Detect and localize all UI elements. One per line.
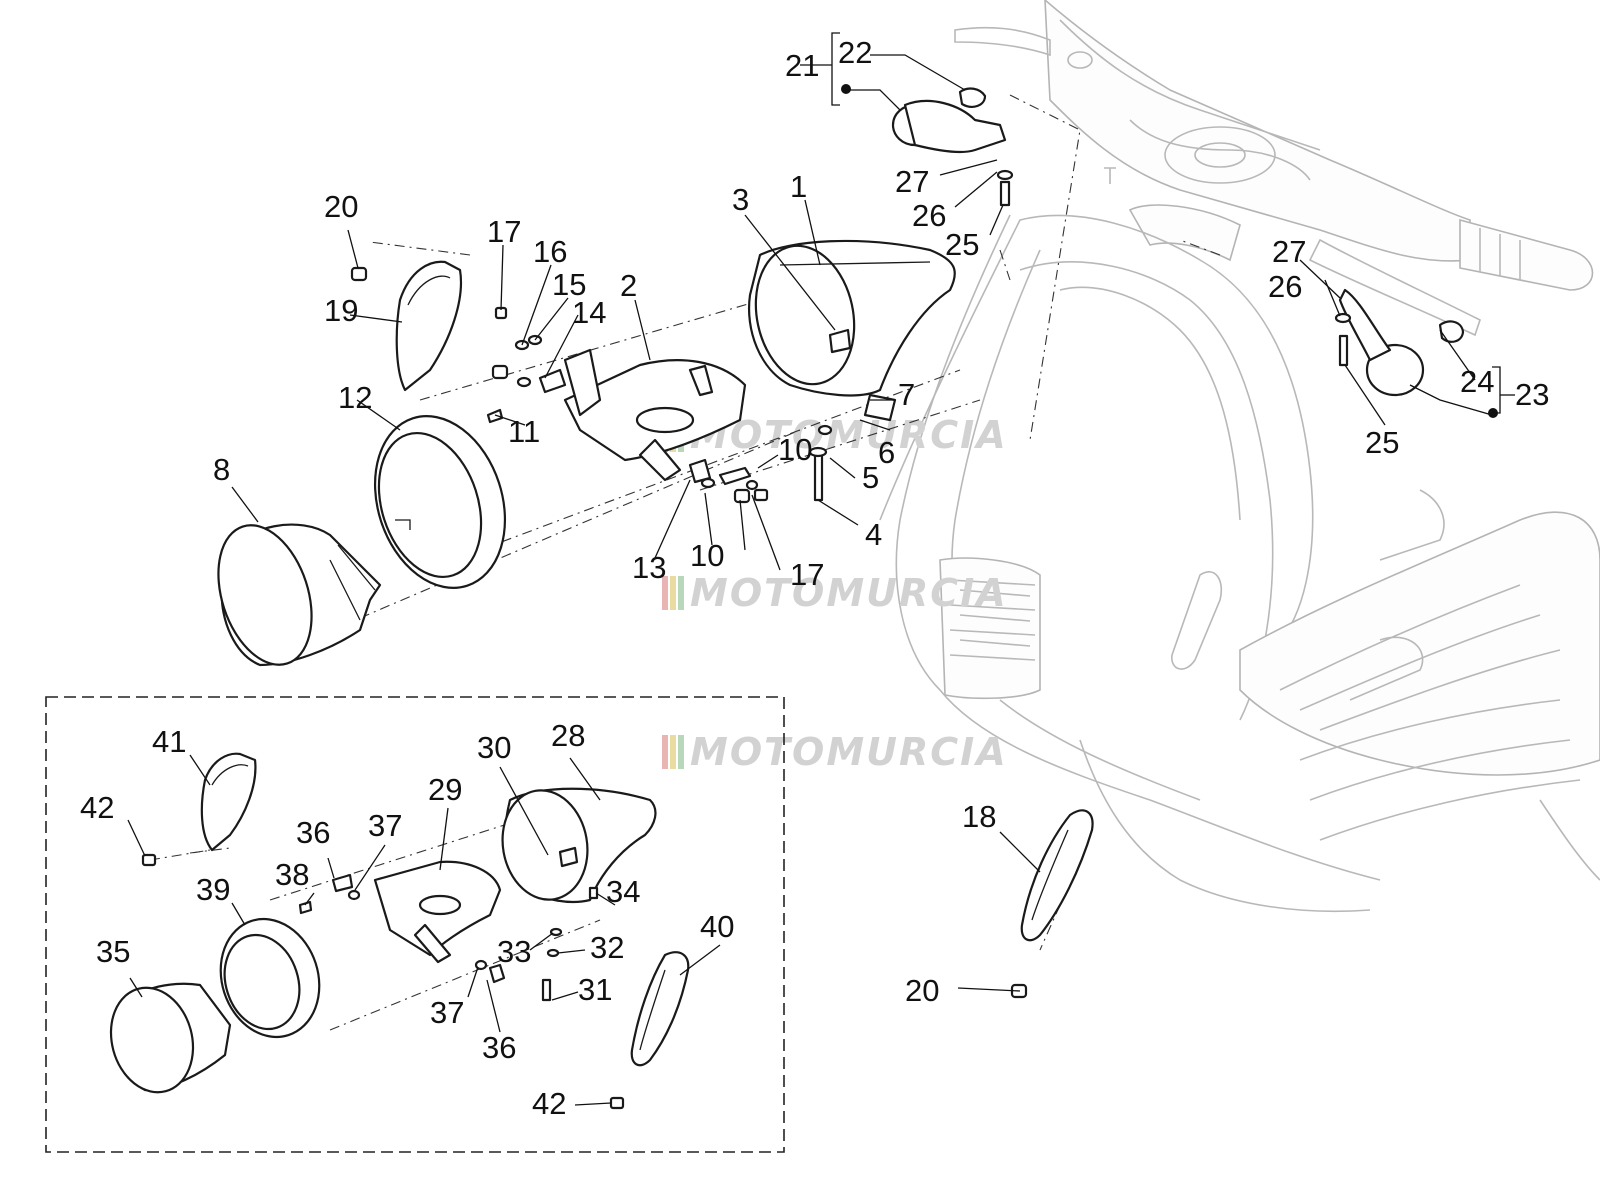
callout-21: 21	[785, 48, 819, 83]
callout-41: 41	[152, 724, 186, 759]
callout-18: 18	[962, 799, 996, 834]
callout-17-upper: 17	[487, 214, 521, 249]
callout-35: 35	[96, 934, 130, 969]
callout-15: 15	[552, 267, 586, 302]
callout-36-lower: 36	[482, 1030, 516, 1065]
scooter-body-outline	[879, 0, 1600, 912]
side-reflector-upper	[395, 260, 462, 392]
callout-17-lower: 17	[790, 557, 824, 592]
callout-1: 1	[790, 169, 807, 204]
callout-26-left: 26	[912, 198, 946, 233]
callout-22: 22	[838, 35, 872, 70]
headlamp-shell	[748, 239, 956, 422]
headlamp-unit	[217, 523, 382, 667]
callout-14: 14	[572, 295, 606, 330]
callout-37-upper: 37	[368, 808, 402, 843]
watermark-3: MOTOMURCIA	[662, 730, 1008, 774]
callout-7: 7	[898, 377, 915, 412]
watermark-text: MOTOMURCIA	[690, 413, 1008, 457]
watermark-text: MOTOMURCIA	[690, 571, 1008, 615]
callout-16: 16	[533, 234, 567, 269]
leader-lines	[127, 54, 1515, 1106]
headlamp-bracket	[563, 348, 747, 482]
alt-headlamp-unit	[109, 982, 232, 1094]
callout-34: 34	[606, 874, 640, 909]
callout-2: 2	[620, 268, 637, 303]
callout-32: 32	[590, 930, 624, 965]
side-reflector-lower	[1010, 809, 1094, 999]
callout-29: 29	[428, 772, 462, 807]
callout-37-lower: 37	[430, 995, 464, 1030]
alt-bracket	[373, 860, 502, 964]
callout-28: 28	[551, 718, 585, 753]
alt-trim-ring	[219, 917, 321, 1039]
callout-27-left: 27	[895, 164, 929, 199]
group-bracket-23	[1488, 366, 1501, 418]
callout-5: 5	[862, 460, 879, 495]
callout-13: 13	[632, 550, 666, 585]
callout-31: 31	[578, 972, 612, 1007]
callout-38: 38	[275, 857, 309, 892]
headlamp-trim-ring	[373, 415, 507, 589]
alt-headlamp-shell	[501, 787, 657, 904]
callout-10-upper: 10	[778, 432, 812, 467]
callout-labels: 1 2 3 4 5 6 7 8 10 10 11 12 13 14 15 16 …	[80, 35, 1549, 1121]
watermark-2: MOTOMURCIA	[662, 571, 1008, 615]
callout-26-right: 26	[1268, 269, 1302, 304]
callout-42-lower: 42	[532, 1086, 566, 1121]
fasteners-upper	[350, 266, 833, 504]
callout-25-right: 25	[1365, 425, 1399, 460]
callout-42-upper: 42	[80, 790, 114, 825]
callout-24: 24	[1460, 364, 1494, 399]
callout-12: 12	[338, 380, 372, 415]
callout-4: 4	[865, 517, 882, 552]
callout-19: 19	[324, 293, 358, 328]
callout-20-upper: 20	[324, 189, 358, 224]
callout-11: 11	[508, 414, 540, 449]
alt-side-reflector	[200, 752, 257, 852]
callout-23: 23	[1515, 377, 1549, 412]
callout-20-lower: 20	[905, 973, 939, 1008]
group-bracket-21	[831, 32, 851, 106]
callout-25-left: 25	[945, 227, 979, 262]
callout-8: 8	[213, 452, 230, 487]
callout-33: 33	[497, 934, 531, 969]
alt-fasteners	[141, 853, 599, 1002]
turn-signal-left	[891, 87, 1014, 207]
callout-30: 30	[477, 730, 511, 765]
watermark-text: MOTOMURCIA	[690, 730, 1008, 774]
callout-3: 3	[732, 182, 749, 217]
callout-6: 6	[878, 435, 895, 470]
callout-36-upper: 36	[296, 815, 330, 850]
callout-40: 40	[700, 909, 734, 944]
reflector-part-40	[609, 951, 690, 1110]
callout-27-right: 27	[1272, 234, 1306, 269]
callout-10-lower: 10	[690, 538, 724, 573]
alternative-version-box	[45, 696, 785, 1153]
callout-39: 39	[196, 872, 230, 907]
